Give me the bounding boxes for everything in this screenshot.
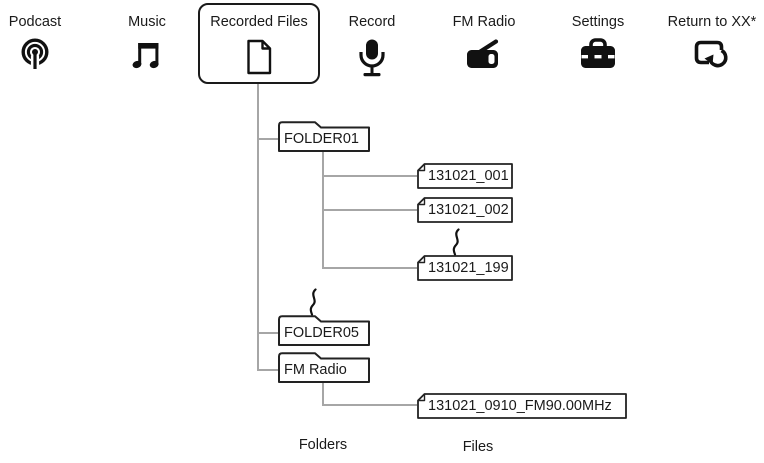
- menu-item-label: Recorded Files: [210, 14, 308, 30]
- menu-item-record: Record: [337, 8, 407, 80]
- folder-icon: [278, 121, 370, 152]
- menu-item-music: Music: [112, 8, 182, 80]
- trunk-line: [257, 84, 259, 371]
- continuation-mark-files: [448, 228, 464, 261]
- document-icon: [244, 39, 274, 80]
- radio-icon: [465, 38, 503, 77]
- folder-name: FOLDER05: [284, 325, 359, 341]
- file-node: 131021_001: [417, 163, 513, 189]
- file-icon: [417, 255, 513, 281]
- menu-item-recorded-files: Recorded Files: [198, 3, 320, 84]
- file-node: 131021_199: [417, 255, 513, 281]
- menu-item-label: Music: [128, 14, 166, 30]
- file-name: 131021_002: [428, 202, 509, 218]
- branch-line-file1: [322, 175, 417, 177]
- file-name: 131021_001: [428, 168, 509, 184]
- folder-node-folder01: FOLDER01: [278, 121, 370, 152]
- podcast-icon: [18, 38, 52, 77]
- menu-item-fm-radio: FM Radio: [444, 8, 524, 80]
- folder-node-folder05: FOLDER05: [278, 315, 370, 346]
- file-node: 131021_002: [417, 197, 513, 223]
- branch-line-file2: [322, 209, 417, 211]
- folder-icon: [278, 315, 370, 346]
- file-name: 131021_199: [428, 260, 509, 276]
- file-icon: [417, 393, 627, 419]
- branch-line-fm-radio: [257, 369, 279, 371]
- folder-name: FM Radio: [284, 362, 347, 378]
- microphone-icon: [355, 38, 389, 83]
- branch-line-folder05: [257, 332, 279, 334]
- menu-item-settings: Settings: [563, 8, 633, 80]
- menu-item-podcast: Podcast: [0, 8, 70, 80]
- music-note-icon: [129, 38, 165, 77]
- folder-node-fm-radio: FM Radio: [278, 352, 370, 383]
- fm-radio-child-line: [322, 383, 324, 406]
- toolbox-icon: [579, 38, 617, 75]
- menu-item-return: Return to XX*: [657, 8, 764, 80]
- menu-item-label: Podcast: [8, 14, 62, 30]
- menu-item-label: Settings: [571, 14, 625, 30]
- legend-files: Files: [462, 439, 494, 455]
- menu-item-label: Record: [348, 14, 396, 30]
- file-icon: [417, 197, 513, 223]
- legend-folders: Folders: [298, 437, 348, 453]
- file-icon: [417, 163, 513, 189]
- folder-name: FOLDER01: [284, 131, 359, 147]
- menu-item-label: FM Radio: [452, 14, 516, 30]
- folder-icon: [278, 352, 370, 383]
- continuation-mark-folders: [305, 288, 321, 321]
- file-name: 131021_0910_FM90.00MHz: [428, 398, 612, 414]
- menu-item-label: Return to XX*: [667, 14, 757, 30]
- file-node-fm-recording: 131021_0910_FM90.00MHz: [417, 393, 627, 419]
- branch-line-fm-file: [322, 404, 417, 406]
- branch-line-folder01: [257, 138, 279, 140]
- return-icon: [693, 38, 731, 77]
- branch-line-file3: [322, 267, 417, 269]
